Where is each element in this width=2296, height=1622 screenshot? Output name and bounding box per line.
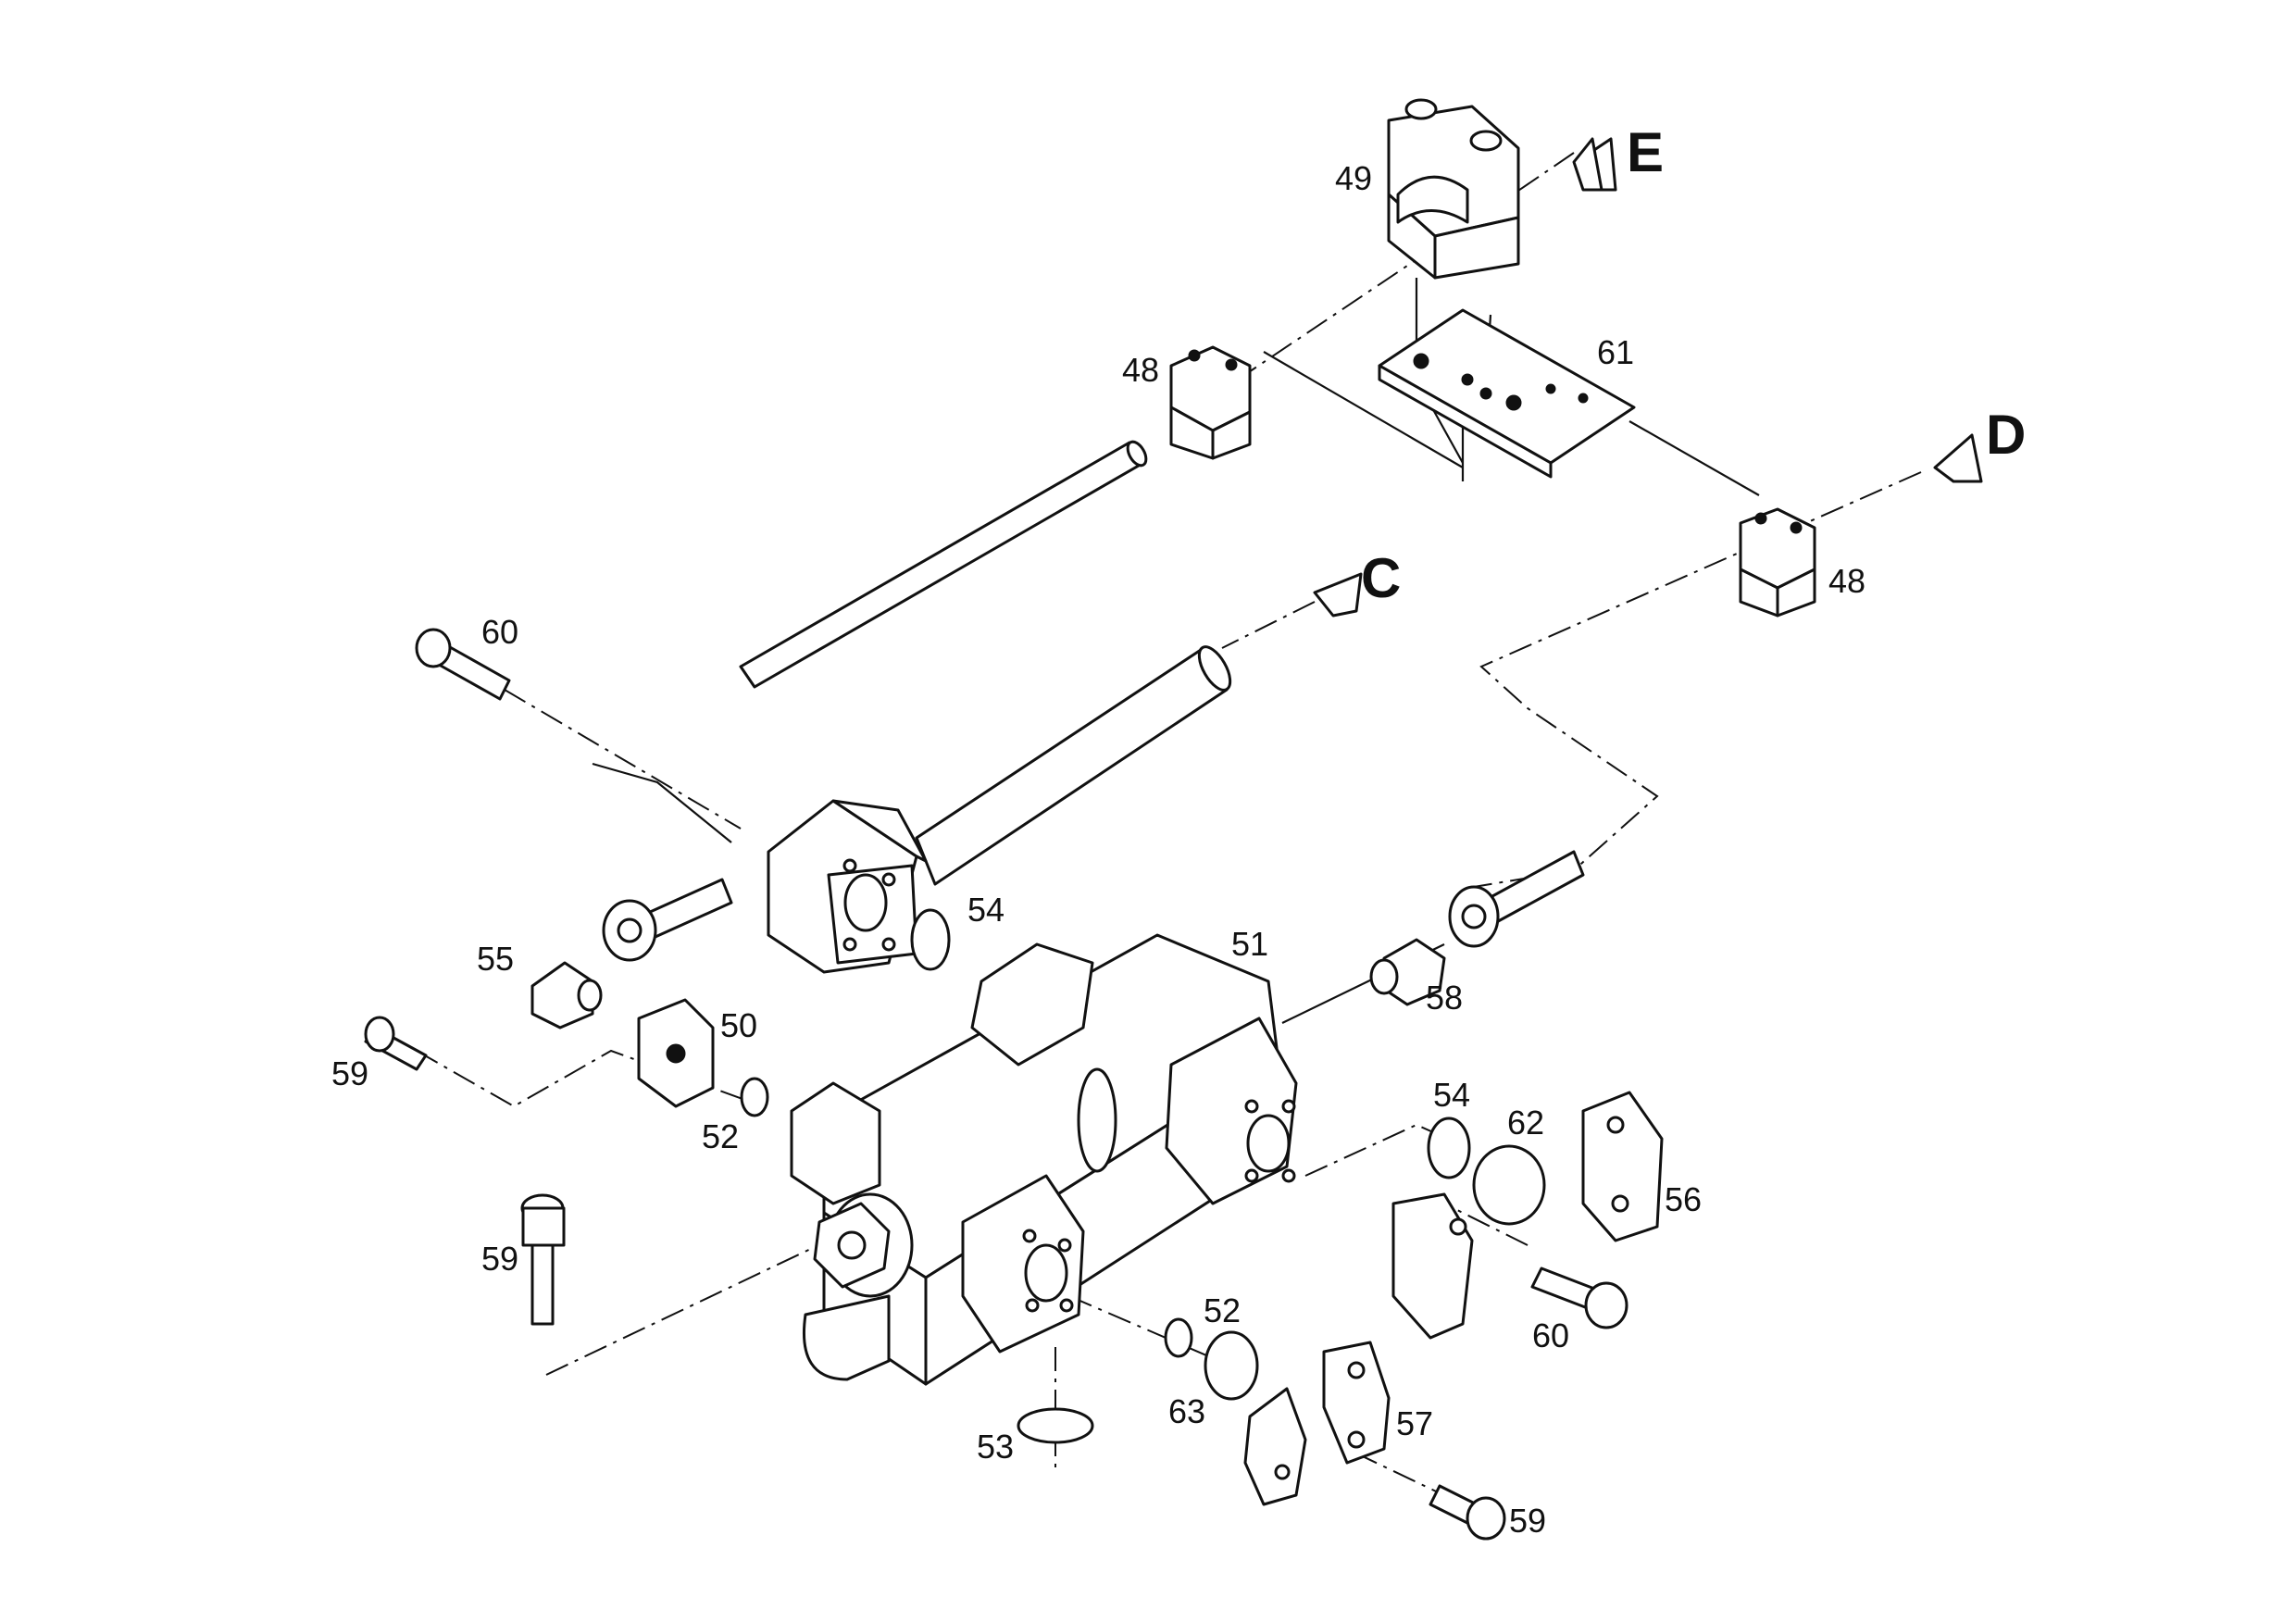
view-arrow-c bbox=[1313, 572, 1363, 618]
callout-63: 63 bbox=[1168, 1392, 1205, 1430]
view-arrow-e bbox=[1572, 137, 1603, 192]
plug-62 bbox=[1472, 1144, 1546, 1226]
callout-57: 57 bbox=[1396, 1404, 1433, 1442]
view-arrow-d bbox=[1933, 433, 1983, 483]
view-letter-e: E bbox=[1627, 121, 1664, 183]
nut-sleeve-right bbox=[1448, 850, 1585, 948]
callout-48: 48 bbox=[1828, 562, 1866, 600]
callout-59: 59 bbox=[1509, 1502, 1546, 1540]
callout-54: 54 bbox=[967, 891, 1004, 929]
assembly-lines bbox=[416, 152, 1922, 1501]
center-line-bolt-60b bbox=[1443, 1203, 1529, 1246]
nut-sleeve-left bbox=[602, 878, 733, 962]
plate-61 bbox=[1378, 308, 1636, 479]
callout-59: 59 bbox=[481, 1240, 518, 1278]
callout-58: 58 bbox=[1426, 979, 1463, 1017]
center-line-d bbox=[1462, 471, 1922, 890]
pipe-upper bbox=[739, 440, 1148, 689]
flange-50 bbox=[637, 998, 715, 1108]
clamp-48-lower bbox=[1739, 507, 1816, 618]
callout-60: 60 bbox=[481, 613, 518, 651]
bolt-59-upper bbox=[364, 1016, 428, 1071]
callout-50: 50 bbox=[720, 1006, 757, 1044]
bolt-59-lower bbox=[1429, 1484, 1506, 1541]
clamp-48-upper bbox=[1169, 345, 1252, 460]
callout-59: 59 bbox=[331, 1054, 368, 1092]
flange-half-56 bbox=[1581, 1091, 1664, 1242]
callout-48: 48 bbox=[1122, 351, 1159, 389]
callout-54: 54 bbox=[1433, 1076, 1470, 1114]
flange-half-front bbox=[1243, 1387, 1307, 1506]
hose-lower bbox=[915, 645, 1232, 886]
callout-55: 55 bbox=[477, 940, 514, 978]
o-ring-53 bbox=[1017, 1407, 1094, 1444]
clamp-49 bbox=[1387, 98, 1617, 280]
callout-52: 52 bbox=[1204, 1291, 1241, 1329]
view-letter-c: C bbox=[1361, 547, 1401, 609]
center-line-bolt-60 bbox=[504, 689, 742, 830]
flange-half-right bbox=[1391, 1192, 1474, 1340]
center-line-flange-front bbox=[1068, 1295, 1242, 1371]
center-line-bolt-59a bbox=[416, 1049, 751, 1108]
callout-52: 52 bbox=[702, 1117, 739, 1155]
o-ring-52-upper bbox=[740, 1077, 769, 1117]
callout-56: 56 bbox=[1665, 1180, 1702, 1218]
callout-61: 61 bbox=[1597, 333, 1634, 371]
o-ring-52-lower bbox=[1164, 1317, 1193, 1358]
center-line-c bbox=[1221, 601, 1316, 649]
link-line-clamp48-plate bbox=[1263, 351, 1464, 468]
view-letters: C D E bbox=[1361, 121, 2026, 609]
plug-63 bbox=[1204, 1330, 1259, 1401]
callout-60: 60 bbox=[1532, 1316, 1569, 1354]
valve-block-51 bbox=[790, 933, 1298, 1386]
callout-49: 49 bbox=[1335, 159, 1372, 197]
bolt-60-lower bbox=[1530, 1266, 1628, 1329]
leader-hose-upper bbox=[592, 762, 732, 843]
o-ring-54-upper bbox=[910, 908, 951, 971]
hose-flange-block bbox=[767, 799, 928, 974]
fitting-58 bbox=[1369, 938, 1446, 1006]
callout-62: 62 bbox=[1507, 1104, 1544, 1142]
view-letter-d: D bbox=[1986, 404, 2026, 466]
link-line-plate-clamp48b bbox=[1628, 420, 1760, 496]
center-line-e bbox=[1175, 152, 1575, 422]
bolt-60-top bbox=[415, 628, 511, 701]
o-ring-54-right bbox=[1427, 1117, 1471, 1179]
callout-51: 51 bbox=[1231, 925, 1268, 963]
bolt-59-vertical bbox=[520, 1193, 566, 1326]
flange-half-57 bbox=[1322, 1341, 1391, 1465]
elbow-fitting-55 bbox=[530, 961, 603, 1029]
center-line-bolt-59b bbox=[545, 1004, 1242, 1376]
part-callouts: 48 48 49 50 51 52 52 53 54 54 55 56 57 5… bbox=[331, 159, 1866, 1540]
callout-53: 53 bbox=[977, 1428, 1014, 1466]
